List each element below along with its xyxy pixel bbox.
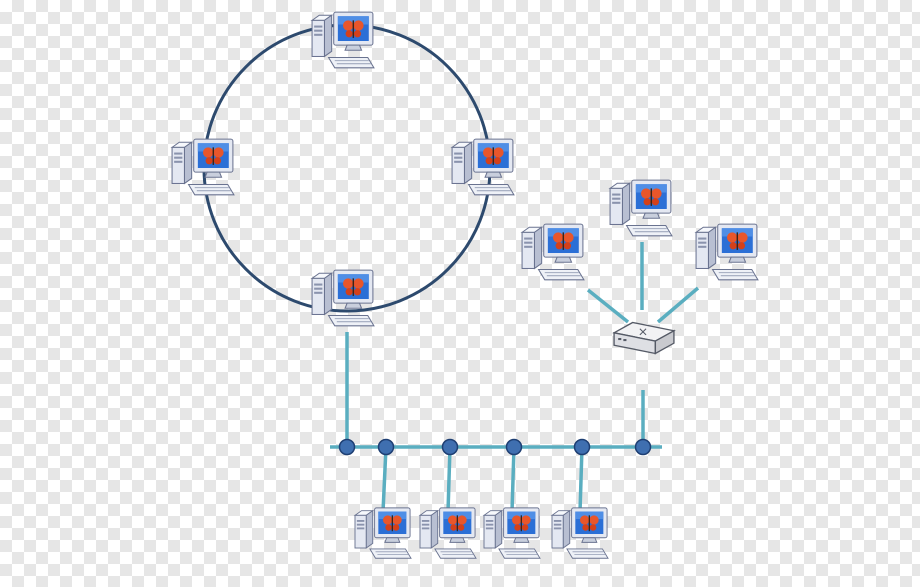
bus-computer-1 — [354, 507, 412, 559]
bus-drop-3 — [510, 446, 516, 513]
ring-computer-bottom — [311, 269, 375, 327]
star-computer-right — [695, 223, 759, 281]
bus-computer-4 — [551, 507, 609, 559]
ring-topology — [171, 11, 515, 327]
bus-computer-2 — [419, 507, 477, 559]
bus-computer-3 — [483, 507, 541, 559]
bus-node-2 — [377, 438, 395, 456]
bus-drop-2 — [446, 446, 452, 513]
star-computer-center — [609, 179, 673, 237]
bus-node-6 — [634, 438, 652, 456]
bus-drop-4 — [578, 446, 584, 513]
star-link-left — [586, 288, 630, 324]
ring-computer-top — [311, 11, 375, 69]
bus-node-5 — [573, 438, 591, 456]
bus-node-1 — [338, 438, 356, 456]
bus-topology — [330, 332, 662, 559]
bus-node-4 — [505, 438, 523, 456]
network-switch-icon — [613, 321, 675, 355]
ring-computer-left — [171, 138, 235, 196]
star-topology — [521, 179, 759, 355]
bus-node-3 — [441, 438, 459, 456]
bus-drop-1 — [381, 446, 388, 513]
star-computer-left — [521, 223, 585, 281]
star-link-right — [656, 286, 700, 324]
ring-computer-right — [451, 138, 515, 196]
